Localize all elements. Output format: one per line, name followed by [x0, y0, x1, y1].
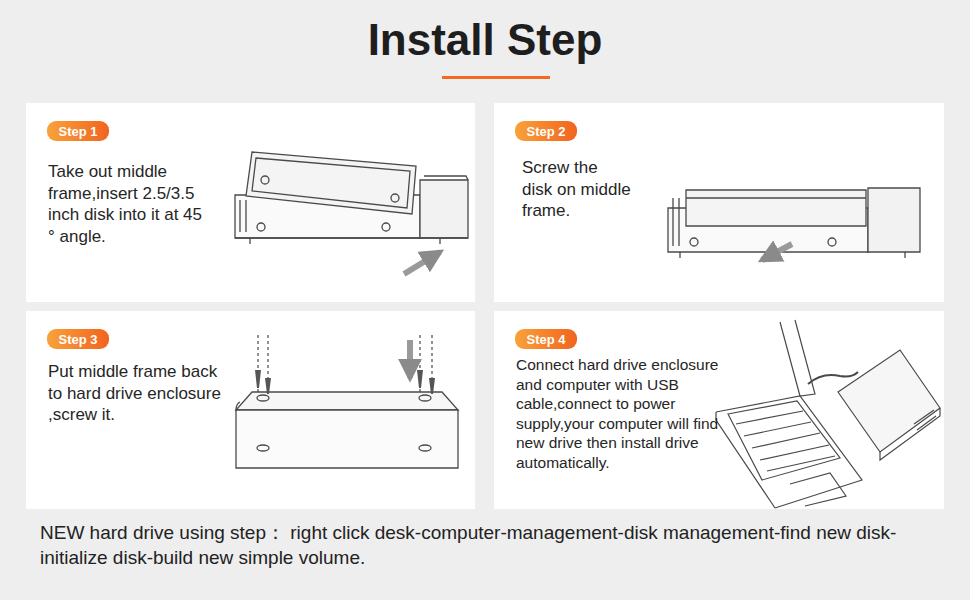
hard-drive-enclosure	[838, 350, 940, 460]
step-badge: Step 2	[515, 121, 577, 141]
step-instruction: Put middle frame back to hard drive encl…	[48, 361, 228, 426]
usb-cable	[808, 372, 858, 384]
tray-with-flat-disk	[668, 188, 920, 258]
usage-note: NEW hard drive using step： right click d…	[40, 520, 945, 570]
screw-guides	[258, 335, 432, 392]
step-instruction: Connect hard drive enclosure and compute…	[516, 355, 728, 472]
laptop	[716, 320, 862, 508]
step-number: Step 3	[58, 332, 97, 347]
title-underline	[442, 76, 550, 79]
enclosure-box	[236, 392, 458, 468]
insert-arrow	[404, 252, 440, 274]
title-text: Install Step	[0, 12, 970, 68]
step-number: Step 1	[58, 124, 97, 139]
screw-arrow	[407, 340, 413, 378]
step-instruction: Screw the disk on middle frame.	[522, 157, 632, 222]
step-badge: Step 3	[47, 329, 109, 349]
step-badge: Step 1	[47, 121, 109, 141]
step-instruction: Take out middle frame,insert 2.5/3.5 inc…	[48, 161, 203, 247]
step-number: Step 4	[526, 332, 565, 347]
slide-arrow	[762, 244, 792, 260]
step-number: Step 2	[526, 124, 565, 139]
tray-with-tilted-disk	[235, 152, 468, 244]
step-badge: Step 4	[515, 329, 577, 349]
